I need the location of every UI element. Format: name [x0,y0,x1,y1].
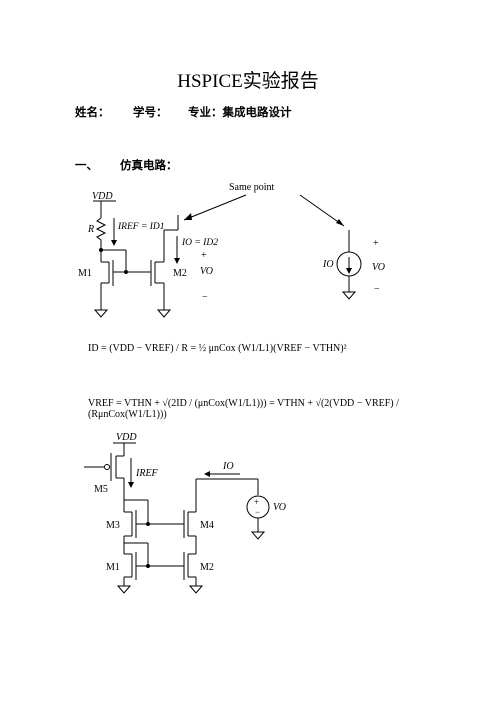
m3-label: M3 [106,520,120,531]
id-label: 学号： [133,105,168,119]
plus-label: + [201,250,207,261]
m5-label: M5 [94,484,108,495]
equation-1: ID = (VDD − VREF) / R = ½ μnCox (W1/L1)(… [88,343,347,354]
source-minus-label: − [374,284,380,295]
same-point-label: Same point [229,182,274,193]
minus-label: − [202,292,208,303]
m2-label: M2 [173,268,187,279]
m4-label: M4 [200,520,214,531]
vdd-label-2: VDD [116,432,137,443]
page-title: HSPICE实验报告 [177,71,319,92]
section-number: 一、 [75,158,98,172]
major-label: 专业：集成电路设计 [188,105,292,119]
vo-label-2: VO [273,502,286,513]
equation-2: VREF = VTHN + √(2ID / (μnCox(W1/L1))) = … [88,398,399,420]
io-eq-label: IO = ID2 [181,238,218,248]
io-label-2: IO [222,461,234,472]
source-plus-label: + [373,238,379,249]
vo-source-minus: − [255,507,260,517]
m2-label-2: M2 [200,562,214,573]
vo-source-plus: + [254,497,259,507]
section-heading: 仿真电路： [120,158,178,172]
name-label: 姓名： [75,105,110,119]
vo-label: VO [200,266,213,277]
vdd-label: VDD [92,191,113,202]
r-label: R [87,224,94,235]
iref-label-2: IREF [135,468,159,479]
m1-label-2: M1 [106,562,120,573]
iref-label: IREF = ID1 [117,222,165,232]
io-label: IO [322,259,334,270]
source-vo-label: VO [372,262,385,273]
m1-label: M1 [78,268,92,279]
